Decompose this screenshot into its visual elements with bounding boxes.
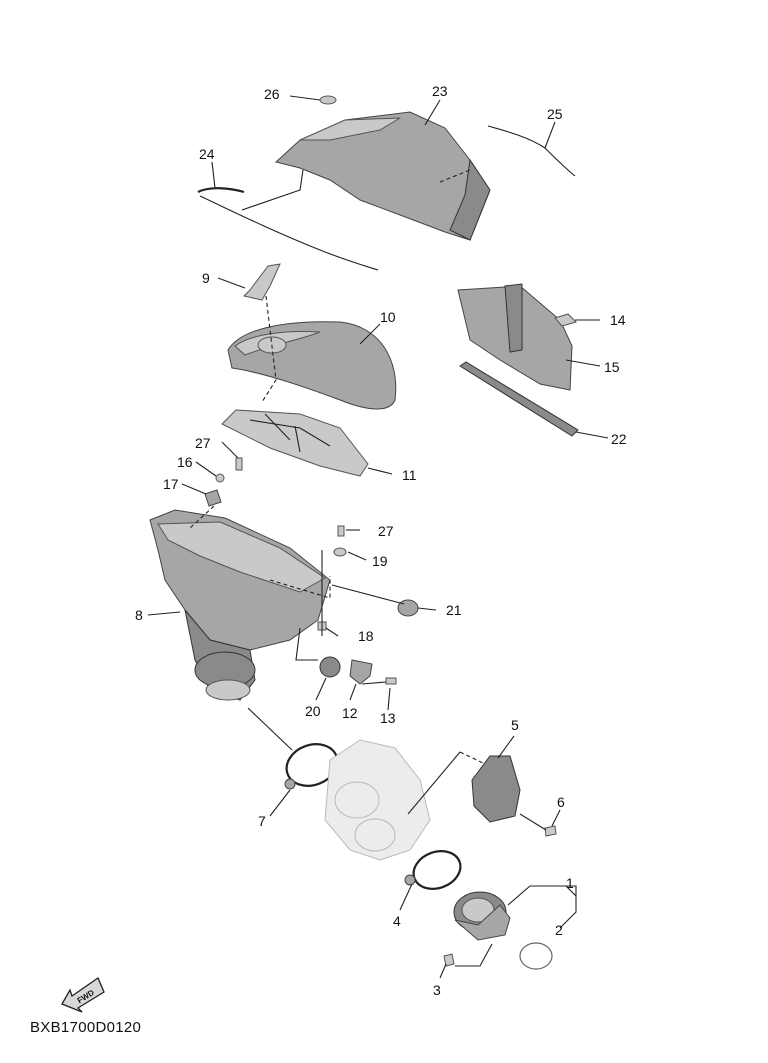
part-22-strip — [459, 361, 579, 437]
part-4-clamp — [412, 850, 462, 890]
callout-22: 22 — [611, 431, 627, 447]
callout-27-upper: 27 — [195, 435, 211, 451]
throttle-body — [324, 739, 431, 861]
part-27-bolt-a — [235, 457, 243, 471]
part-12-sensor — [349, 659, 373, 685]
callout-24: 24 — [199, 146, 215, 162]
part-16-washer — [215, 473, 225, 483]
part-20-cap — [319, 656, 341, 678]
part-3-screw — [443, 953, 455, 967]
part-1-joint — [453, 891, 511, 941]
part-25-hose — [487, 125, 576, 177]
part-24-hose — [199, 195, 379, 271]
callout-13: 13 — [380, 710, 396, 726]
part-2-o-ring — [519, 942, 553, 970]
part-17-grommet — [204, 489, 222, 507]
callout-10: 10 — [380, 309, 396, 325]
part-10-element-cover — [227, 321, 397, 410]
callout-2: 2 — [555, 922, 563, 938]
callout-17: 17 — [163, 476, 179, 492]
part-15-plate — [457, 283, 573, 391]
callout-20: 20 — [305, 703, 321, 719]
part-13-screw — [385, 677, 397, 685]
callout-26: 26 — [264, 86, 280, 102]
part-14-clip — [554, 313, 577, 327]
part-8-air-box — [149, 509, 331, 701]
part-27-bolt-b — [337, 525, 345, 537]
part-19-washer — [333, 547, 347, 557]
fwd-arrow-icon: FWD — [61, 977, 105, 1013]
part-23-cover — [274, 111, 491, 241]
part-21-fitting — [397, 599, 419, 617]
callout-12: 12 — [342, 705, 358, 721]
callout-15: 15 — [604, 359, 620, 375]
callout-23: 23 — [432, 83, 448, 99]
callout-27-lower: 27 — [378, 523, 394, 539]
callout-1: 1 — [566, 875, 574, 891]
callout-8: 8 — [135, 607, 143, 623]
callout-7: 7 — [258, 813, 266, 829]
part-26-pad — [319, 95, 337, 105]
leader-lines — [147, 95, 609, 979]
callout-21: 21 — [446, 602, 462, 618]
callout-4: 4 — [393, 913, 401, 929]
callout-3: 3 — [433, 982, 441, 998]
callout-5: 5 — [511, 717, 519, 733]
callout-6: 6 — [557, 794, 565, 810]
part-11-element — [221, 409, 369, 477]
part-5-sensor-cover — [471, 755, 521, 823]
callout-14: 14 — [610, 312, 626, 328]
diagram-code: BXB1700D0120 — [30, 1019, 142, 1036]
callout-18: 18 — [358, 628, 374, 644]
part-9-bracket — [243, 263, 281, 301]
part-6-bolt — [544, 825, 557, 837]
callout-9: 9 — [202, 270, 210, 286]
callout-11: 11 — [402, 467, 417, 483]
callout-16: 16 — [177, 454, 193, 470]
callout-25: 25 — [547, 106, 563, 122]
callout-19: 19 — [372, 553, 388, 569]
